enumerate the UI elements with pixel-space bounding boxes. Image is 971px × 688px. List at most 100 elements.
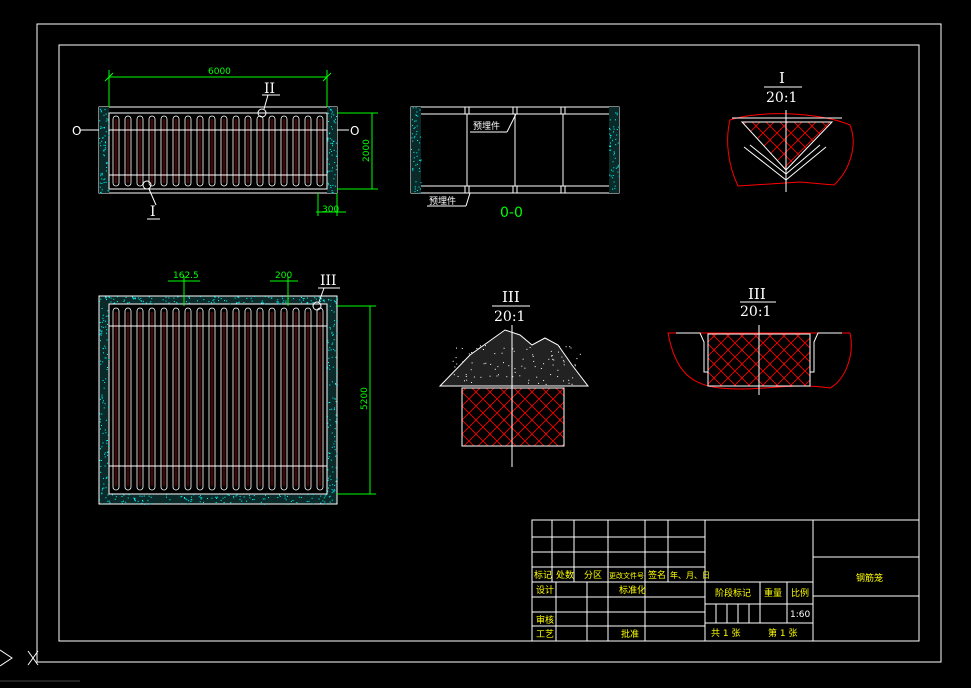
- rebar-bottom: [292, 307, 300, 491]
- rebar-top: [304, 115, 312, 187]
- plan-top-concrete-speckle: [99, 107, 338, 194]
- callout-i-circle: [142, 180, 152, 190]
- rebar-bottom: [160, 307, 168, 491]
- tb-craft: 工艺: [536, 629, 554, 640]
- section-title: 0-0: [500, 205, 523, 221]
- rebar-top: [292, 115, 300, 187]
- callout-ii-circle: [257, 108, 267, 118]
- plan-top-view: [98, 94, 338, 206]
- callout-iii-circle: [312, 301, 322, 311]
- callout-ii-label: II: [264, 81, 275, 97]
- outer-frame: [36, 23, 942, 663]
- detail-iii-left-scale: 20:1: [494, 309, 525, 325]
- detail-i-scale: 20:1: [766, 90, 797, 106]
- rebar-top: [184, 115, 192, 187]
- tb-standardize: 标准化: [619, 584, 646, 596]
- tb-scale: 比例: [791, 587, 809, 599]
- detail-iii-right-view: [667, 325, 852, 395]
- rebar-top: [268, 115, 276, 187]
- rebar-bottom: [256, 307, 264, 491]
- rebar-bottom: [316, 307, 324, 491]
- tb-weight: 重量: [764, 587, 782, 599]
- rebar-bottom: [172, 307, 180, 491]
- rebar-top: [148, 115, 156, 187]
- rev-header-1: 处数: [556, 569, 574, 581]
- section-mark-right: O: [350, 124, 359, 138]
- rev-header-4: 签名: [648, 569, 666, 581]
- rebar-top: [124, 115, 132, 187]
- rebar-top: [136, 115, 144, 187]
- tb-scale-value: 1:60: [790, 610, 810, 620]
- section-concrete-speckle: [411, 107, 620, 194]
- ucs-icon: [0, 649, 80, 682]
- rev-header-0: 标记: [534, 569, 552, 581]
- rev-header-3: 更改文件号: [609, 571, 644, 580]
- detail-iii-left-numeral: III: [502, 288, 520, 306]
- title-block-text: 标记 处数 分区 更改文件号 签名 年、月、日 设计 标准化 审核 工艺 批准 …: [534, 569, 883, 640]
- tb-drawing-name: 钢筋笼: [856, 572, 883, 584]
- dim-162-5: 162.5: [173, 271, 199, 281]
- rebar-top: [220, 115, 228, 187]
- plan-bottom-view: [98, 287, 338, 505]
- callout-iii-label: III: [320, 273, 337, 289]
- rebar-top: [196, 115, 204, 187]
- tb-stage-mark: 阶段标记: [715, 587, 751, 599]
- section-view: [410, 106, 620, 207]
- callout-i-label: I: [150, 204, 156, 220]
- dim-5200: 5200: [360, 387, 370, 410]
- plan-top-inner: [108, 112, 328, 190]
- rev-header-5: 年、月、日: [670, 570, 710, 580]
- rebar-bottom: [268, 307, 276, 491]
- detail-iii-right-numeral: III: [748, 285, 766, 303]
- plan-top-frame-right: [327, 107, 337, 193]
- rebar-top: [244, 115, 252, 187]
- label-embedded-2: 预埋件: [429, 195, 456, 207]
- plan-top-outer: [98, 106, 338, 194]
- detail-i-numeral: I: [779, 69, 785, 87]
- rebar-bottom: [208, 307, 216, 491]
- rebar-top: [316, 115, 324, 187]
- rebar-bottom: [136, 307, 144, 491]
- plan-bottom-bars: [112, 307, 324, 491]
- rebar-bottom: [280, 307, 288, 491]
- rebar-top: [172, 115, 180, 187]
- tb-sheet-no: 第 1 张: [768, 627, 797, 639]
- dim-300: 300: [322, 205, 339, 215]
- plan-bottom-concrete-speckle: [99, 296, 338, 505]
- rebar-bottom: [244, 307, 252, 491]
- rebar-bottom: [124, 307, 132, 491]
- rebar-top: [112, 115, 120, 187]
- rebar-bottom: [112, 307, 120, 491]
- rebar-top: [280, 115, 288, 187]
- rebar-top: [232, 115, 240, 187]
- label-embedded-1: 预埋件: [473, 120, 500, 132]
- rev-header-2: 分区: [584, 570, 602, 581]
- detail-iii-left-speckle: [452, 345, 581, 385]
- rebar-bottom: [304, 307, 312, 491]
- plan-bottom-dimensions: [168, 276, 376, 495]
- dim-width-6000: 6000: [208, 67, 231, 77]
- inner-frame: [58, 44, 920, 642]
- rebar-bottom: [232, 307, 240, 491]
- tb-review: 审核: [536, 614, 554, 626]
- rebar-bottom: [184, 307, 192, 491]
- dim-height-2000: 2000: [362, 139, 372, 162]
- rebar-bottom: [148, 307, 156, 491]
- section-mark-left: O: [72, 124, 81, 138]
- detail-i-view: [727, 110, 854, 192]
- rebar-top: [160, 115, 168, 187]
- rebar-top: [256, 115, 264, 187]
- detail-iii-right-scale: 20:1: [740, 304, 771, 320]
- tb-approve: 批准: [621, 628, 639, 640]
- dim-200: 200: [275, 271, 292, 281]
- title-block: [531, 519, 920, 642]
- plan-top-dimensions: [104, 70, 378, 216]
- detail-iii-left-view: [438, 325, 590, 467]
- rebar-bottom: [196, 307, 204, 491]
- rebar-top: [208, 115, 216, 187]
- rebar-bottom: [220, 307, 228, 491]
- tb-sheets-total: 共 1 张: [711, 628, 740, 639]
- tb-design: 设计: [536, 584, 554, 596]
